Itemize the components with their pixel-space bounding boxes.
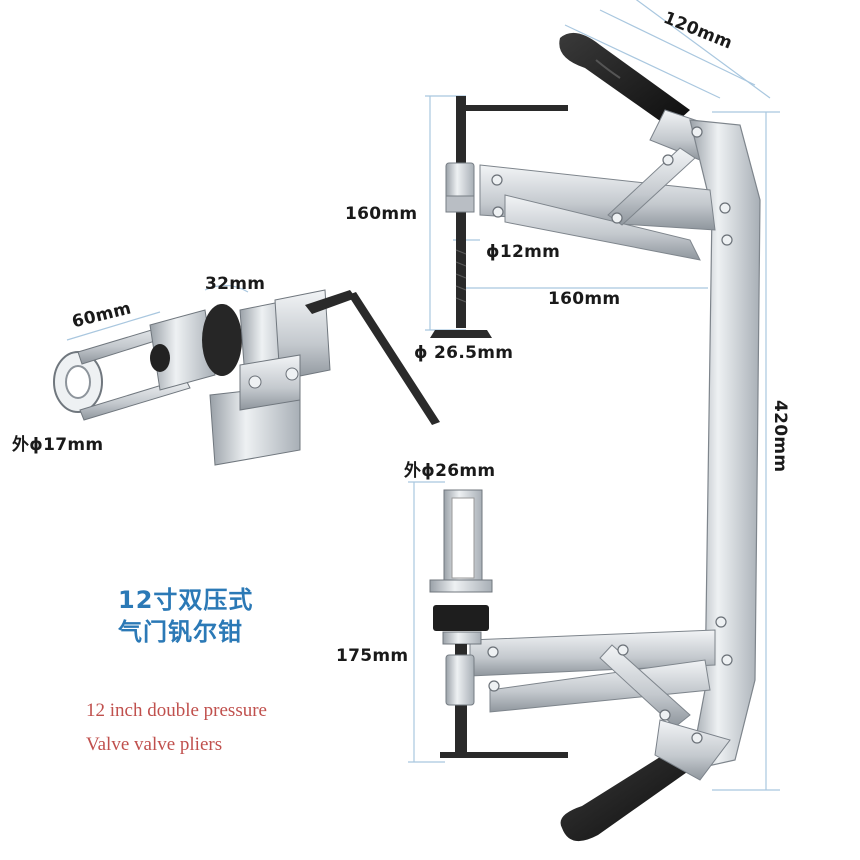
dim-pad-diameter: ϕ 26.5mm xyxy=(414,343,514,363)
dim-adapter-outer: 外ϕ17mm xyxy=(12,435,104,455)
adapter-accessory xyxy=(53,289,440,466)
lower-screw-assembly xyxy=(429,489,568,758)
dim-adapter-nut: 32mm xyxy=(205,274,266,294)
dimension-lines xyxy=(66,0,780,791)
title-cn-line2: 气门钒尔钳 xyxy=(118,618,243,646)
dim-screw-diameter: ϕ12mm xyxy=(486,242,561,262)
title-cn-line1: 12寸双压式 xyxy=(118,586,254,614)
dim-height-total: 420mm xyxy=(770,400,790,473)
dim-lower-screw-length: 175mm xyxy=(336,646,409,666)
dim-upper-screw-length: 160mm xyxy=(345,204,418,224)
dim-arm-reach: 160mm xyxy=(548,289,621,309)
dim-lower-adapter-outer: 外ϕ26mm xyxy=(404,461,496,481)
title-en-line2: Valve valve pliers xyxy=(86,734,223,755)
upper-screw-assembly xyxy=(430,96,568,338)
c-frame xyxy=(469,32,761,842)
title-en-line1: 12 inch double pressure xyxy=(86,700,267,721)
